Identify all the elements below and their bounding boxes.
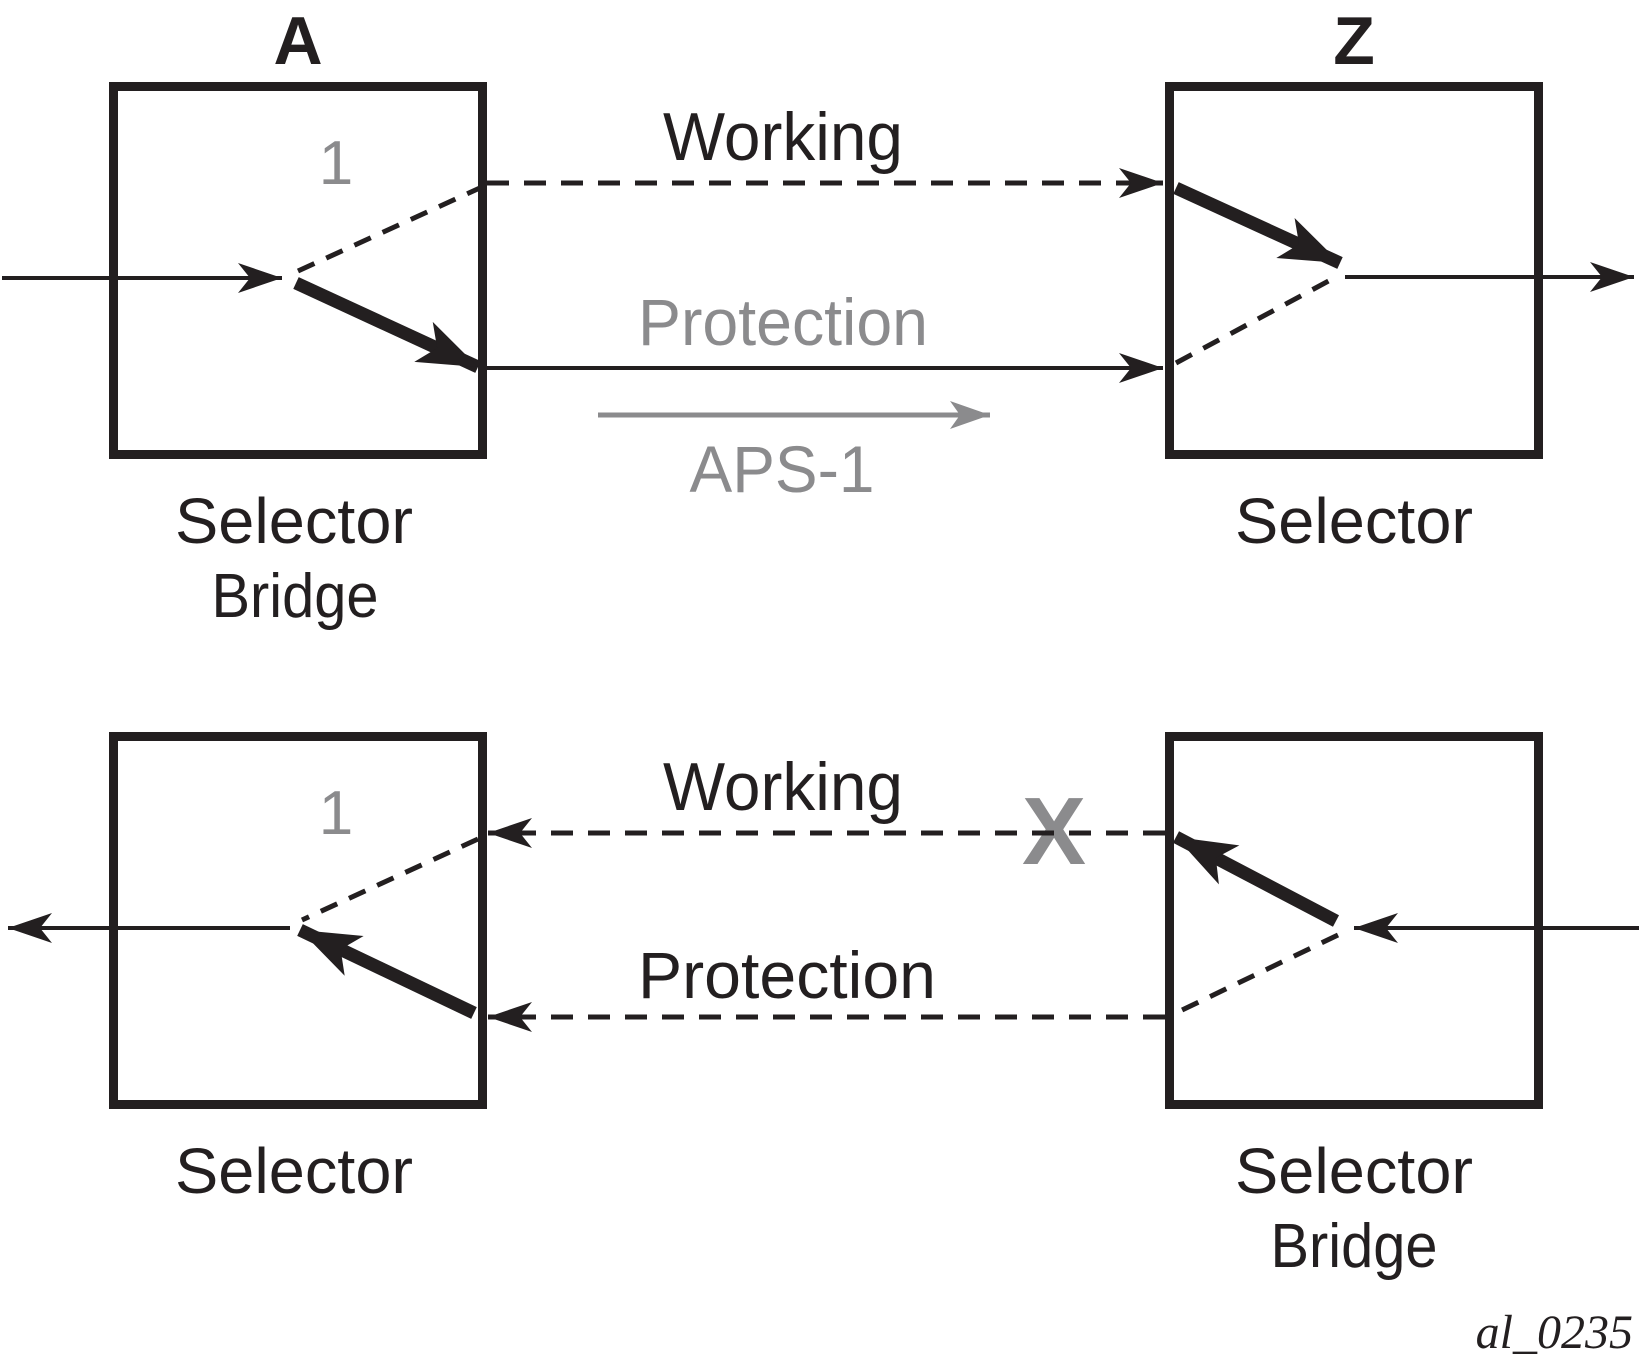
figure-id: al_0235 <box>1476 1306 1633 1359</box>
selector-dashed-arm-z <box>1174 274 1338 366</box>
bridge-active-arm-z <box>1172 831 1340 927</box>
selector-dashed-arm-a <box>300 836 480 923</box>
top-diagram: A Z 1 Working Protection APS-1 Selector … <box>2 3 1634 631</box>
selector-active-arm-a <box>297 924 477 1019</box>
bridge-dashed-arm-z <box>1176 932 1340 1015</box>
selector-active-arm-z <box>1173 182 1343 269</box>
selector-box-z <box>1165 82 1543 459</box>
aps-label: APS-1 <box>690 432 875 506</box>
caption-a-line1: Selector <box>175 485 413 557</box>
caption-z-bottom-line1: Selector <box>1235 1135 1473 1207</box>
selector-bridge-box-a <box>109 82 487 459</box>
protection-label-top: Protection <box>638 285 928 359</box>
bridge-active-arm-a <box>293 277 481 373</box>
working-label-top: Working <box>663 99 903 175</box>
node-a-label: A <box>273 3 322 79</box>
caption-a-bottom: Selector <box>175 1135 413 1207</box>
node-z-label: Z <box>1333 3 1375 79</box>
caption-z-bottom-line2: Bridge <box>1271 1212 1438 1281</box>
selector-box-a <box>109 732 487 1109</box>
selector-bridge-box-z <box>1165 732 1543 1109</box>
selector-input-number: 1 <box>319 779 353 848</box>
working-label-bottom: Working <box>663 749 903 825</box>
caption-a-line2: Bridge <box>212 562 379 631</box>
protection-label-bottom: Protection <box>638 938 936 1012</box>
bridge-dashed-arm-a <box>296 184 484 274</box>
bottom-diagram: 1 Working X Protection Selector Selector… <box>8 732 1639 1281</box>
caption-z: Selector <box>1235 485 1473 557</box>
bridge-input-number: 1 <box>319 129 353 198</box>
